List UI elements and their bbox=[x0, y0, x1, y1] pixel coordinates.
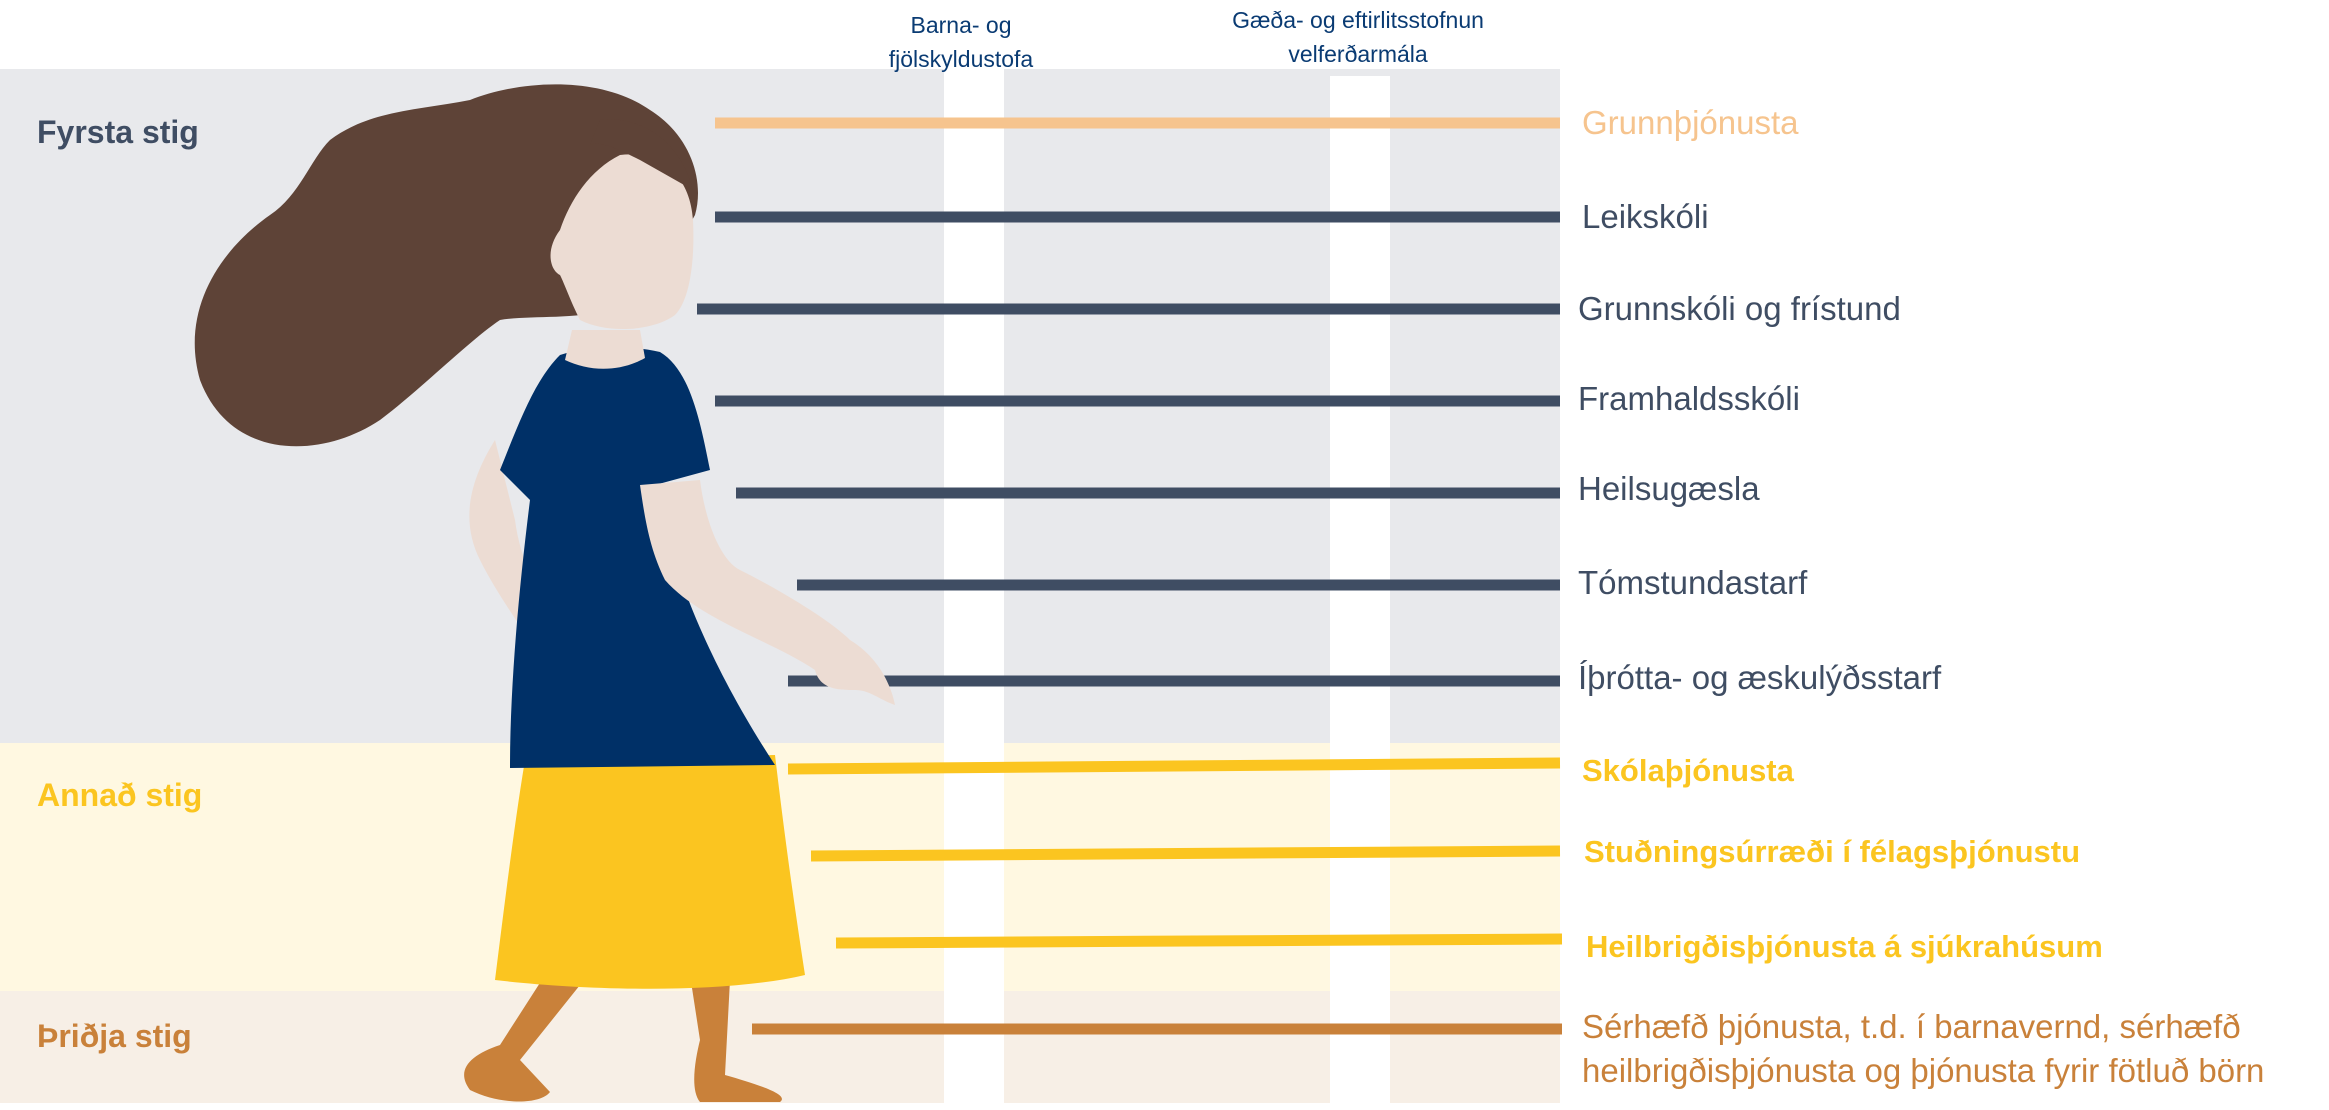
service-label-tomstundastarf: Tómstundastarf bbox=[1578, 564, 1808, 601]
column-header-gaeda: Gæða- og eftirlitsstofnun velferðarmála bbox=[1208, 3, 1508, 71]
service-label-grunnskoli: Grunnskóli og frístund bbox=[1578, 290, 1901, 327]
service-label-ithrotta: Íþrótta- og æskulýðsstarf bbox=[1578, 659, 1942, 696]
girl-neck bbox=[565, 330, 645, 369]
service-label-heilbrigdisthjonusta: Heilbrigðisþjónusta á sjúkrahúsum bbox=[1586, 929, 2103, 964]
column-header-gaeda-text: Gæða- og eftirlitsstofnun velferðarmála bbox=[1232, 7, 1484, 67]
girl-back-leg bbox=[464, 975, 580, 1102]
level-label-third: Þriðja stig bbox=[37, 1018, 192, 1054]
girl-hair-fringe bbox=[590, 119, 693, 190]
girl-hair bbox=[194, 84, 698, 447]
service-label-leikskoli: Leikskóli bbox=[1582, 198, 1709, 235]
service-line-studningsurraedi bbox=[810, 845, 1561, 862]
service-label-grunnthjonusta: Grunnþjónusta bbox=[1582, 104, 1799, 141]
girl-figure bbox=[194, 84, 895, 1102]
service-line-skolathjonusta bbox=[787, 757, 1561, 775]
girl-shirt bbox=[500, 347, 775, 768]
girl-front-arm bbox=[640, 480, 895, 705]
girl-face bbox=[550, 154, 694, 330]
girl-skirt bbox=[495, 755, 805, 989]
service-label-framhaldsskoli: Framhaldsskóli bbox=[1578, 380, 1800, 417]
level-label-second: Annað stig bbox=[37, 777, 203, 813]
level-label-first: Fyrsta stig bbox=[37, 114, 199, 150]
service-label-skolathjonusta: Skólaþjónusta bbox=[1582, 753, 1794, 788]
third-level-band bbox=[0, 991, 1560, 1103]
service-label-serhaefd: Sérhæfð þjónusta, t.d. í barnavernd, sér… bbox=[1582, 1008, 2265, 1089]
column-header-barna-text: Barna- og fjölskyldustofa bbox=[888, 12, 1034, 72]
service-line-heilbrigdisthjonusta bbox=[835, 933, 1563, 949]
service-label-heilsugaesla: Heilsugæsla bbox=[1578, 470, 1760, 507]
service-lines bbox=[697, 117, 1563, 1035]
service-label-studningsurraedi: Stuðningsúrræði í félagsþjónustu bbox=[1584, 834, 2080, 869]
girl-front-leg bbox=[690, 975, 782, 1102]
column-header-barna: Barna- og fjölskyldustofa bbox=[811, 8, 1111, 76]
